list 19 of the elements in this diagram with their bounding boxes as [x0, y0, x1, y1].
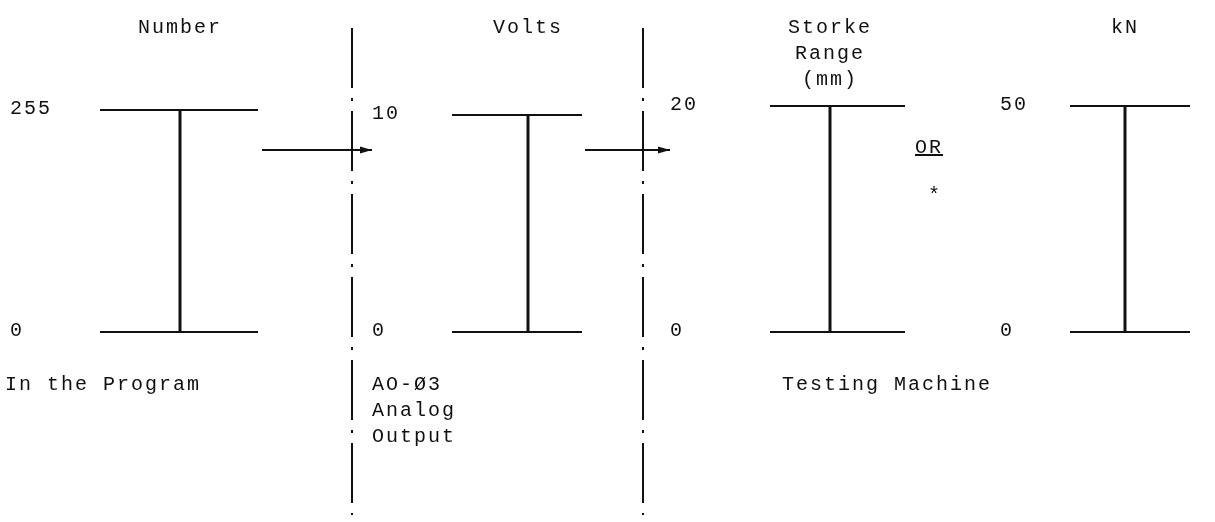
arrow [584, 146, 671, 154]
scale-value: 0 [10, 318, 24, 344]
scale-value: 50 [1000, 92, 1028, 118]
scale-heading: kN [1111, 15, 1139, 41]
scale-heading: Number [138, 15, 222, 41]
scale-value: 0 [670, 318, 684, 344]
arrow [261, 146, 373, 154]
caption: In the Program [5, 372, 202, 398]
scale-heading: Volts [493, 15, 563, 41]
scale-value: 255 [10, 96, 52, 122]
scale-value: 0 [1000, 318, 1014, 344]
scale-value: 0 [372, 318, 386, 344]
scale-value: 10 [372, 101, 400, 127]
scale-value: 20 [670, 92, 698, 118]
caption: Testing Machine [782, 372, 993, 398]
footnote-mark: * [928, 183, 942, 209]
scale-heading: Storke Range (mm) [788, 15, 872, 93]
or-text: OR [915, 135, 943, 161]
caption: AO-Ø3 Analog Output [372, 372, 457, 450]
